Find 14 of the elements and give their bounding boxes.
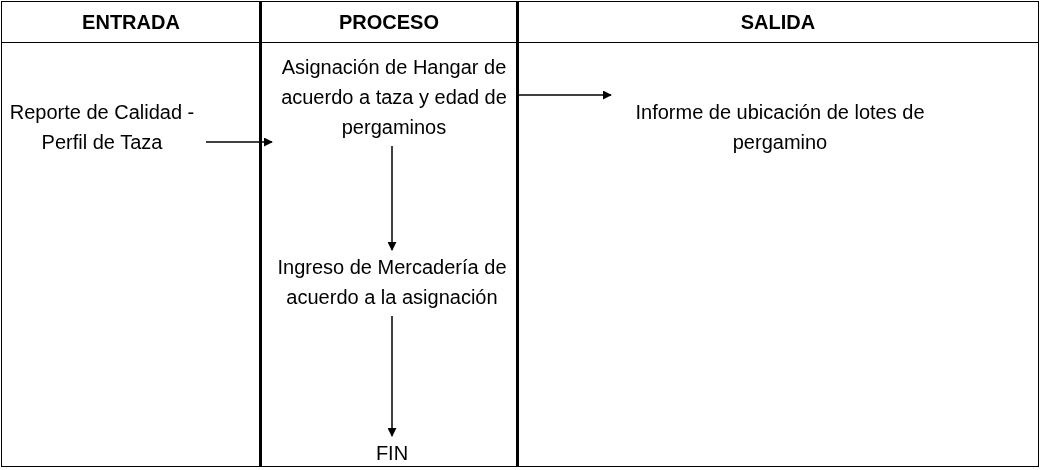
column-heading: SALIDA [740, 10, 816, 34]
table-column [1, 1, 261, 467]
column-heading: ENTRADA [82, 10, 180, 34]
table-column [517, 1, 1039, 467]
arrow [205, 137, 273, 147]
arrow [387, 145, 397, 251]
step-text: Ingreso de Mercadería de acuerdo a la asignación [267, 252, 517, 312]
column-heading: PROCESO [339, 10, 439, 34]
step-text: Asignación de Hangar de acuerdo a taza y edad de pergaminos [276, 52, 512, 142]
step-text: FIN [375, 438, 409, 468]
step-text: Informe de ubicación de lotes de pergamino [615, 97, 945, 157]
table-column [259, 1, 519, 467]
arrow [387, 315, 397, 437]
step-text: Reporte de Calidad - Perfil de Taza [2, 97, 202, 157]
